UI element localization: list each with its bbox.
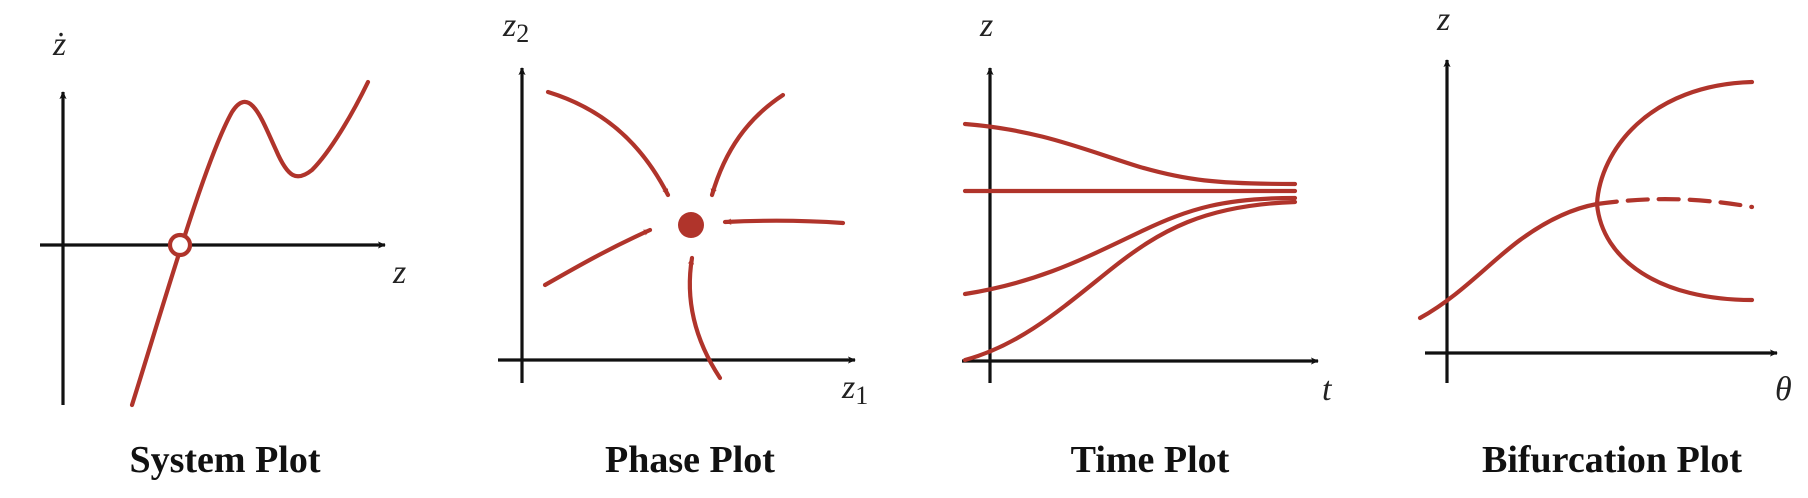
system-y-axis-label: ż	[52, 26, 66, 63]
bifurcation-x-axis-label: θ	[1775, 371, 1792, 408]
bifurcation-stable-branch-pre	[1417, 201, 1600, 321]
phase-trajectory-bottom	[687, 255, 723, 381]
phase-trajectory-left	[542, 227, 653, 288]
system-x-axis-label: z	[392, 254, 406, 291]
phase-trajectory-top-right	[709, 92, 786, 198]
phase-y-axis-label: z2	[502, 7, 529, 48]
time-curve-lower	[962, 199, 1298, 363]
phase-plot-title: Phase Plot	[605, 439, 775, 481]
bifurcation-plot-title: Bifurcation Plot	[1482, 439, 1742, 481]
bifurcation-y-axis-label: z	[1436, 1, 1450, 38]
phase-stable-node	[678, 212, 704, 238]
system-plot-panel: ż z System Plot	[40, 26, 406, 481]
bifurcation-unstable-branch	[1594, 197, 1755, 210]
time-plot-title: Time Plot	[1071, 439, 1230, 481]
phase-plot-panel: z2 z1 Phase Plot	[498, 7, 868, 481]
time-y-axis-label: z	[979, 7, 993, 44]
time-x-axis-label: t	[1322, 371, 1333, 408]
time-curve-upper	[962, 121, 1298, 187]
system-plot-title: System Plot	[129, 439, 320, 481]
bifurcation-lower-branch	[1594, 201, 1755, 303]
time-plot-panel: z t Time Plot	[962, 7, 1333, 481]
phase-x-axis-label: z1	[841, 369, 868, 410]
bifurcation-upper-branch	[1594, 79, 1755, 207]
phase-trajectory-right	[722, 218, 846, 226]
system-equilibrium-marker	[167, 232, 193, 258]
bifurcation-plot-panel: z θ Bifurcation Plot	[1417, 1, 1792, 481]
time-curve-middle	[962, 195, 1298, 297]
phase-trajectory-top-left	[545, 89, 671, 198]
